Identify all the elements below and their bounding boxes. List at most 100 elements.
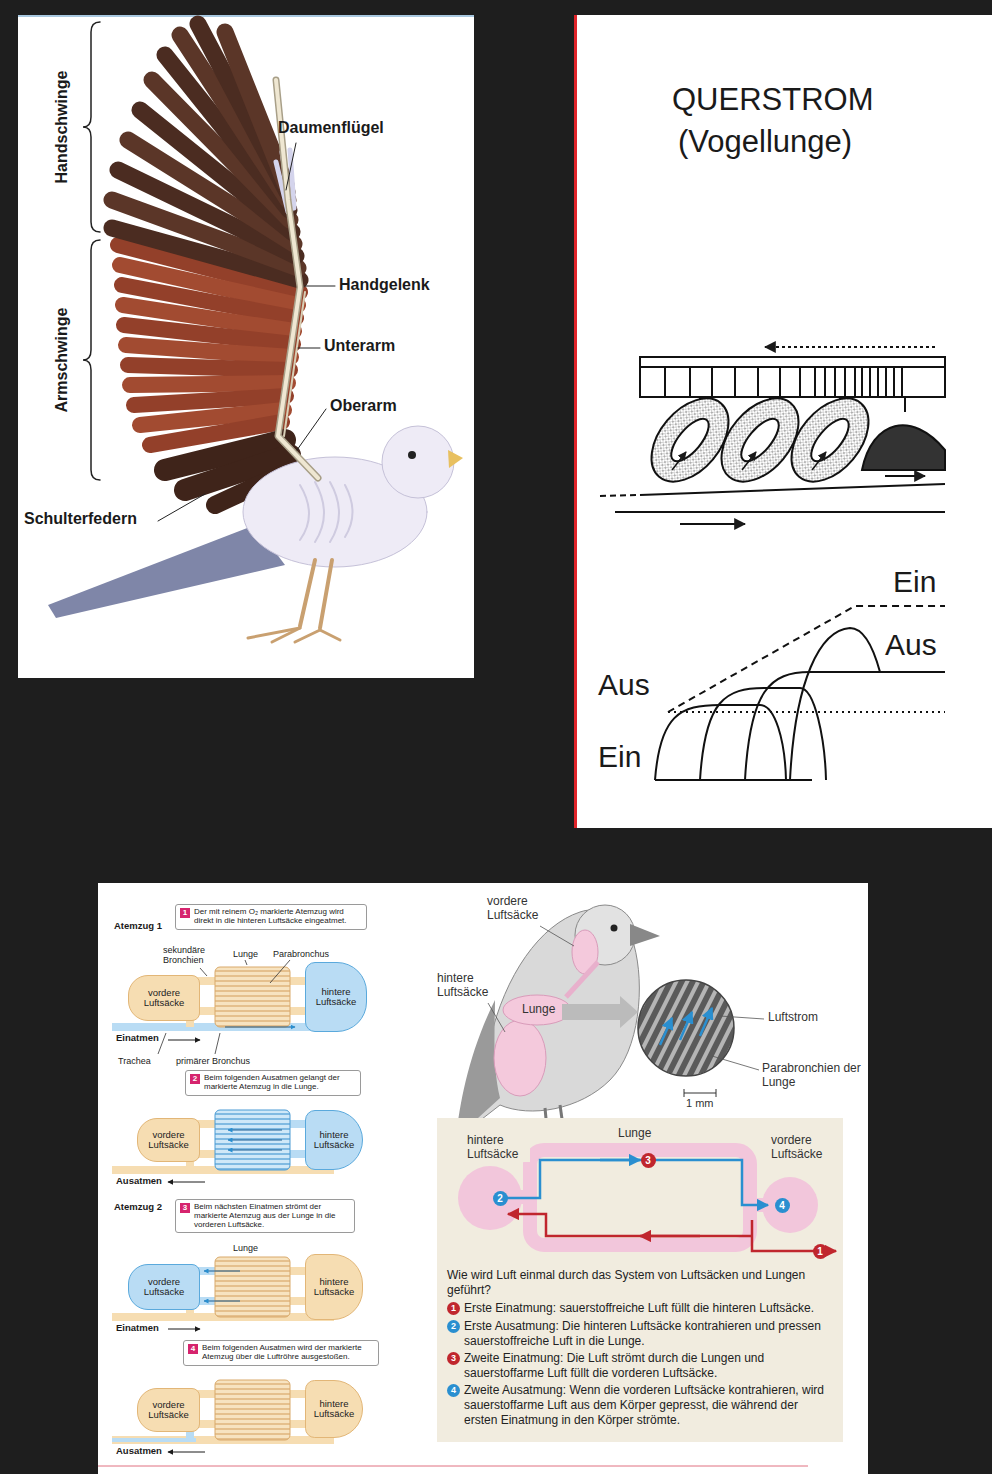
crossflow-diagram	[668, 606, 945, 712]
step-text: Zweite Ausatmung: Wenn die vorderen Luft…	[464, 1383, 833, 1427]
scale-bar	[684, 1089, 685, 1097]
part-label: Lunge	[233, 1243, 258, 1253]
step-number: 3	[447, 1352, 460, 1365]
step-row: 1Erste Einatmung: sauerstoffreiche Luft …	[447, 1301, 833, 1316]
diagram-title: QUERSTROM	[672, 82, 874, 118]
step-heading: Atemzug 2	[114, 1202, 162, 1213]
air-flow-schematic	[506, 1160, 768, 1205]
sac-label: hintere Luftsäcke	[309, 1277, 359, 1298]
rib-cage	[345, 485, 353, 537]
scale-bar	[716, 1089, 717, 1097]
crossflow-diagram	[742, 452, 756, 470]
part-label: Parabronchus	[273, 949, 329, 959]
part-label: Oberarm	[330, 397, 397, 415]
part-label: Daumenflügel	[278, 119, 384, 137]
callout-number: 4	[188, 1344, 198, 1354]
brace	[83, 240, 100, 480]
callout-number: 2	[190, 1074, 200, 1084]
callout-number: 2	[493, 1191, 508, 1206]
crossflow-diagram	[655, 779, 812, 781]
legs	[272, 628, 300, 642]
crossflow-diagram	[735, 413, 785, 467]
secondary-feathers	[134, 396, 286, 405]
lung-diagram	[112, 1257, 334, 1329]
crossflow-diagram	[640, 366, 945, 368]
wing-bones	[276, 80, 318, 478]
lung-diagram	[204, 1301, 240, 1302]
callout-number: 1	[813, 1244, 828, 1259]
bird-lung-illustration	[680, 1012, 692, 1040]
callout-number: 3	[641, 1153, 656, 1168]
air-sac: vordere Luftsäcke	[128, 975, 200, 1021]
leader-line	[720, 1016, 764, 1019]
callout-number: 1	[180, 908, 190, 918]
step-heading: Atemzug 1	[114, 921, 162, 932]
leader-line	[245, 960, 247, 965]
lung-diagram	[168, 1329, 200, 1330]
leader-line	[158, 494, 205, 521]
eye	[408, 451, 416, 459]
air-flow-schematic	[530, 1150, 750, 1245]
rib-cage	[300, 482, 353, 542]
leader-line	[712, 1056, 759, 1070]
leader-line	[158, 143, 335, 521]
air-flow-schematic	[458, 1150, 836, 1251]
crossflow-diagram	[790, 628, 880, 780]
air-flow-schematic	[508, 1214, 752, 1236]
panel-ground	[18, 15, 474, 678]
flow-label: Aus	[598, 668, 650, 703]
sac-label: hintere Luftsäcke	[309, 1130, 359, 1151]
lung-diagram	[225, 1027, 295, 1028]
lung-diagram	[215, 1380, 290, 1440]
wing-bones	[276, 80, 318, 478]
bird-lung-illustration	[456, 1000, 500, 1138]
air-sac: hintere Luftsäcke	[305, 1380, 363, 1438]
rib-cage	[315, 482, 324, 542]
brace	[83, 22, 100, 232]
part-label: Parabronchien der Lunge	[762, 1062, 862, 1090]
step-number: 1	[447, 1302, 460, 1315]
leader-line	[305, 286, 335, 287]
part-label: vordere Luftsäcke	[487, 895, 553, 923]
callout-number: 3	[180, 1203, 190, 1213]
step-number: 2	[447, 1320, 460, 1333]
bird-lung-illustration	[710, 970, 770, 1090]
lung-diagram	[112, 1380, 334, 1452]
panel-ground	[574, 15, 577, 828]
legs	[320, 560, 332, 628]
part-label: sekundäre Bronchien	[163, 945, 215, 966]
part-label: Unterarm	[324, 337, 395, 355]
part-label: hintere Luftsäcke	[437, 972, 499, 1000]
leader-line	[488, 1003, 505, 1032]
leader-line	[298, 348, 320, 349]
leader-line	[488, 926, 764, 1070]
crossflow-diagram	[700, 688, 826, 780]
crossflow-diagram	[668, 711, 945, 713]
lung-diagram	[215, 967, 290, 1027]
lung-diagram	[168, 1040, 200, 1041]
bird-lung-illustration	[630, 924, 660, 946]
leader-line	[270, 960, 290, 983]
lung-diagram	[228, 1140, 282, 1141]
air-sac: vordere Luftsäcke	[128, 1264, 200, 1310]
sac-label: vordere Luftsäcke	[141, 1130, 196, 1151]
leader-line	[215, 1033, 220, 1054]
crossflow-diagram	[655, 705, 786, 780]
crossflow-diagram	[880, 671, 945, 673]
scale-bar	[684, 1089, 716, 1097]
leader-line	[286, 143, 296, 190]
rib-cage	[330, 482, 339, 542]
panel-ground	[18, 15, 992, 1474]
lung-diagram	[228, 1150, 282, 1151]
flow-label: Ein	[893, 565, 936, 600]
lung-diagram	[215, 1110, 290, 1170]
callout-box: 3Beim nächsten Einatmen strömt der marki…	[175, 1199, 355, 1233]
panel-ground	[574, 15, 992, 828]
crossflow-diagram	[776, 384, 884, 496]
bird-lung-illustration	[688, 970, 748, 1090]
bird-wing-illustration	[48, 525, 285, 618]
brace	[83, 22, 100, 480]
air-sac: hintere Luftsäcke	[305, 1110, 363, 1170]
question-text: Wie wird Luft einmal durch das System vo…	[447, 1268, 833, 1297]
